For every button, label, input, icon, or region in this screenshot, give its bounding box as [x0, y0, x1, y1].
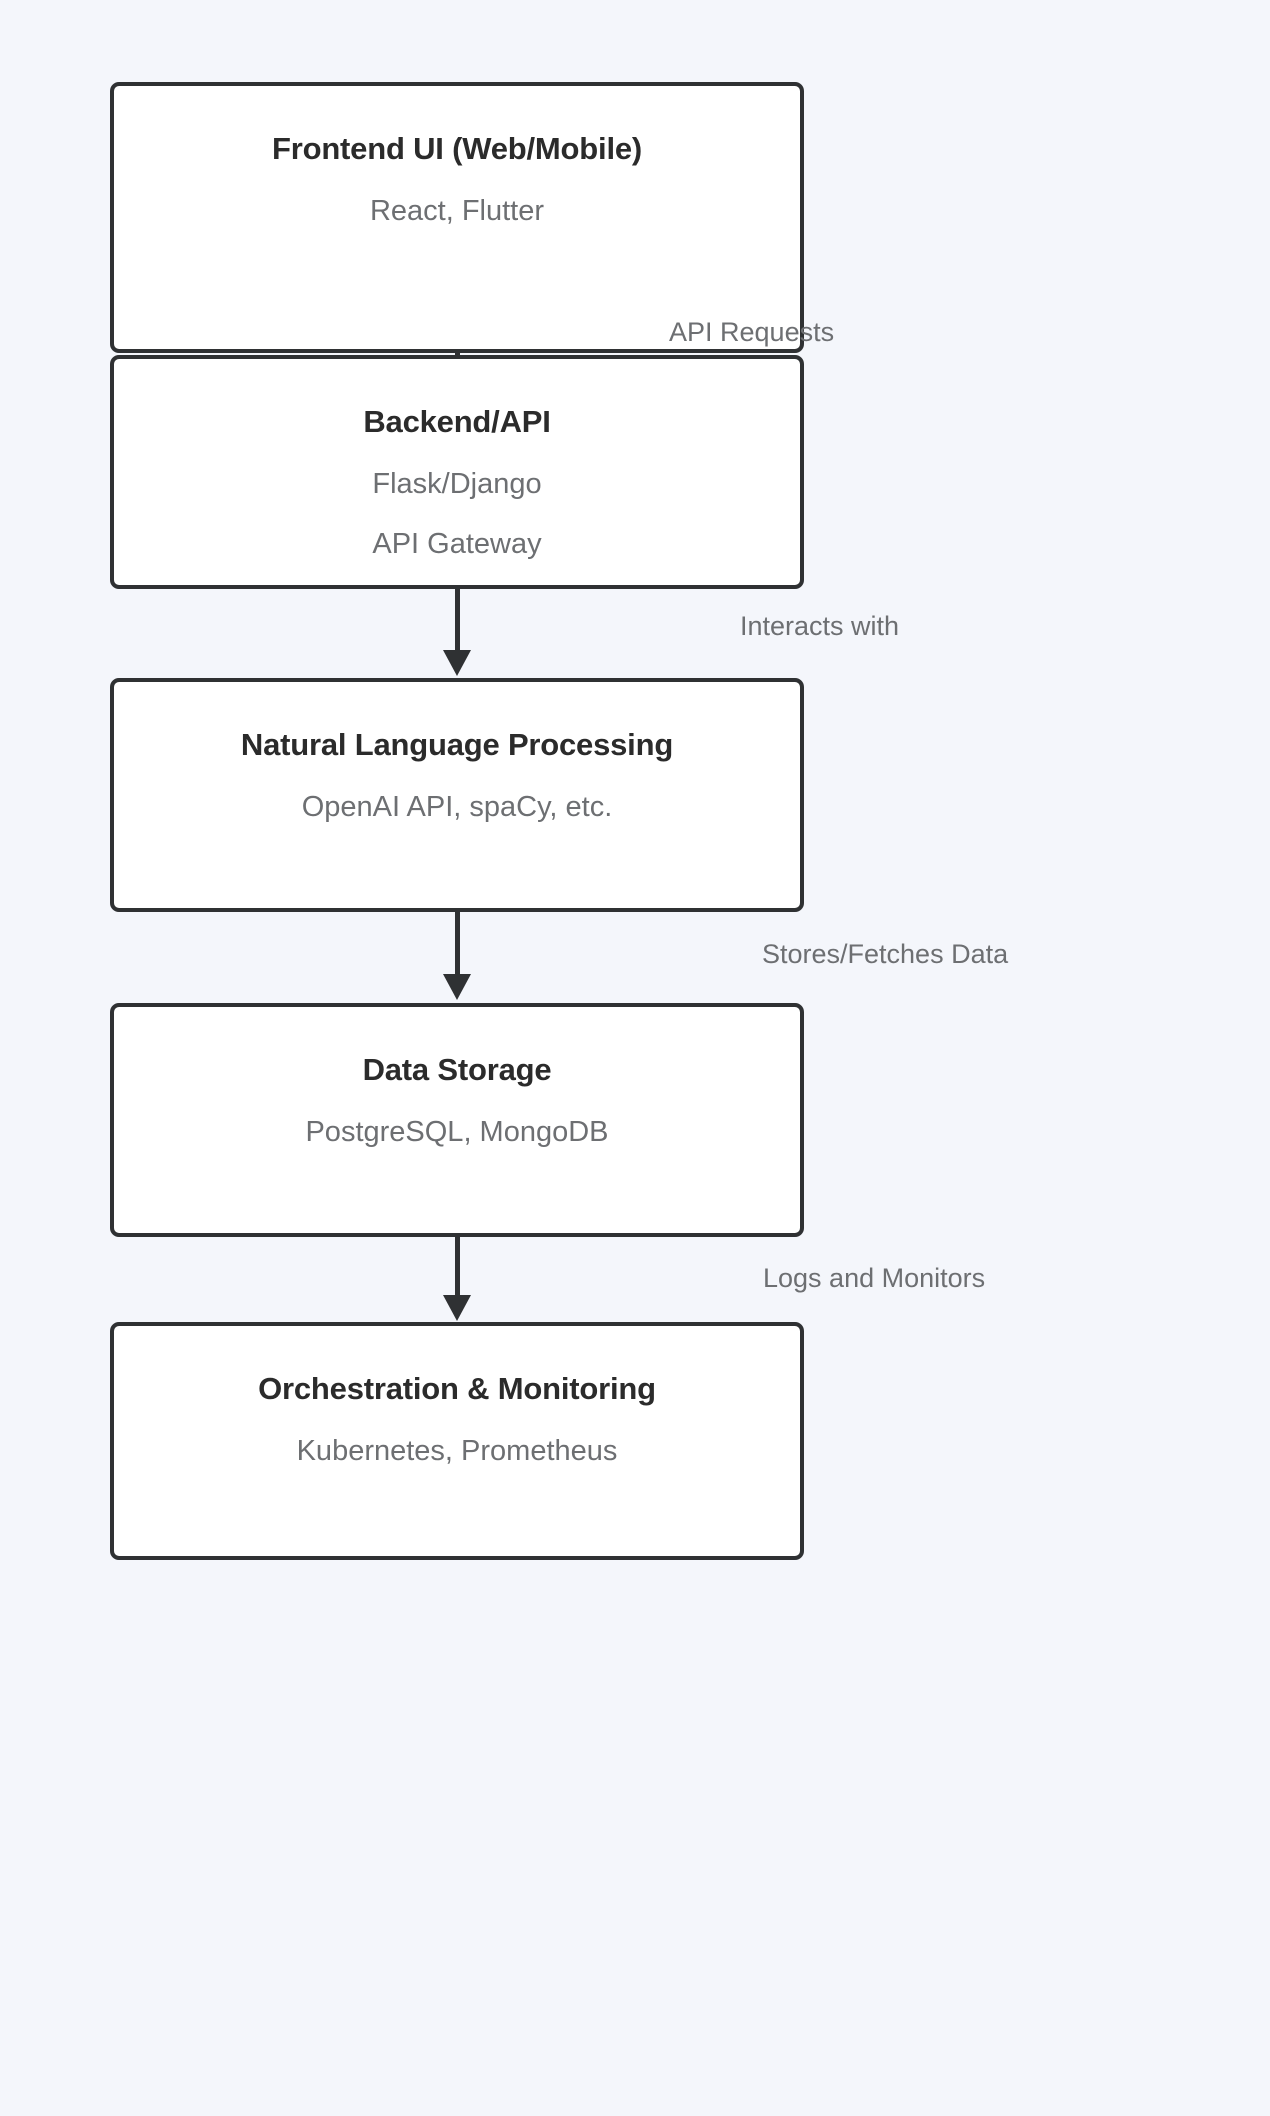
flow-node-subtitle: PostgreSQL, MongoDB	[305, 1115, 609, 1148]
edge-label: API Requests	[669, 317, 835, 347]
flow-node-storage[interactable]: Data Storage PostgreSQL, MongoDB	[110, 1003, 804, 1237]
edge-label: Interacts with	[740, 611, 900, 641]
flow-node-orchestration[interactable]: Orchestration & Monitoring Kubernetes, P…	[110, 1322, 804, 1560]
edge-label: Logs and Monitors	[763, 1263, 986, 1293]
flow-node-title: Orchestration & Monitoring	[258, 1371, 656, 1406]
edge-line	[455, 588, 460, 651]
arrowhead-icon	[443, 650, 471, 676]
edge-label: Stores/Fetches Data	[762, 939, 1009, 969]
flow-node-title: Data Storage	[362, 1052, 552, 1087]
arrowhead-icon	[443, 974, 471, 1000]
flow-node-backend[interactable]: Backend/API Flask/Django API Gateway	[110, 355, 804, 589]
flow-edge-storage-to-orchestration: Logs and Monitors	[0, 1236, 1270, 1328]
flow-node-title: Backend/API	[363, 404, 551, 439]
flow-node-frontend[interactable]: Frontend UI (Web/Mobile) React, Flutter	[110, 82, 804, 353]
flow-node-title: Natural Language Processing	[240, 727, 674, 762]
arrowhead-icon	[443, 1295, 471, 1321]
edge-line	[455, 911, 460, 975]
flow-node-subtitle-2: API Gateway	[372, 528, 542, 560]
flow-node-subtitle: Flask/Django	[372, 467, 542, 500]
flow-node-subtitle: Kubernetes, Prometheus	[296, 1434, 618, 1467]
edge-line	[455, 1236, 460, 1296]
flow-node-subtitle: React, Flutter	[369, 194, 545, 227]
flow-edge-frontend-to-backend: API Requests	[0, 317, 1270, 424]
flow-node-nlp[interactable]: Natural Language Processing OpenAI API, …	[110, 678, 804, 912]
flow-edge-nlp-to-storage: Stores/Fetches Data	[0, 911, 1270, 1007]
flow-node-title: Frontend UI (Web/Mobile)	[271, 131, 643, 166]
flow-edge-backend-to-nlp: Interacts with	[0, 588, 1270, 683]
flow-node-subtitle: OpenAI API, spaCy, etc.	[301, 790, 613, 823]
